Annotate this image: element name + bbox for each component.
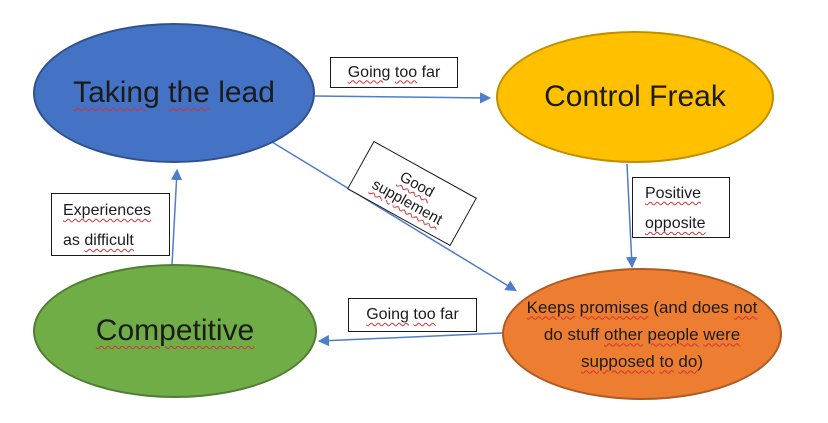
word-keeps: Keeps <box>526 297 575 317</box>
node-competitive: Competitive <box>33 264 317 398</box>
word-taking: Taking <box>73 76 160 109</box>
word-as: as <box>63 232 80 249</box>
word-were: were <box>703 324 741 344</box>
arrow-control-to-keeps <box>625 163 638 269</box>
label-going-too-far-top: Going too far <box>330 57 458 88</box>
word-control-freak: Control Freak <box>544 80 726 113</box>
arrow-taking-to-control <box>314 92 492 104</box>
words-and-does: (and does <box>653 297 729 317</box>
node-competitive-label: Competitive <box>96 314 254 348</box>
word-positive: Positive <box>645 185 702 202</box>
word-going: Going <box>366 306 409 323</box>
word-competitive: Competitive <box>95 314 255 347</box>
positive-line-2: opposite <box>645 209 729 239</box>
word-the: the <box>168 76 210 109</box>
word-to: to <box>659 351 674 371</box>
label-positive-opposite: Positive opposite <box>632 177 730 238</box>
word-lead: lead <box>218 76 275 109</box>
word-far: far <box>421 63 441 81</box>
arrow-taking-to-keeps <box>271 141 517 292</box>
label-going-too-far-bottom-text: Going too far <box>366 306 459 324</box>
label-going-too-far-top-text: Going too far <box>348 64 441 82</box>
word-too: too <box>413 306 436 323</box>
word-promises: promises <box>579 297 649 317</box>
word-going: Going <box>347 63 391 81</box>
word-people: people <box>647 324 699 344</box>
word-not: not <box>733 297 758 317</box>
keeps-line-1: Keeps promises (and does not <box>504 294 780 321</box>
experiences-line-1: Experiences <box>63 196 169 226</box>
word-too: too <box>394 63 418 81</box>
node-control-freak: Control Freak <box>496 31 774 163</box>
closing-paren: ) <box>697 351 703 371</box>
word-supposed: supposed <box>581 351 655 371</box>
word-difficult: difficult <box>84 232 134 249</box>
word-opposite: opposite <box>645 215 706 232</box>
arrow-competitive-to-taking <box>170 168 183 266</box>
word-far: far <box>440 306 459 323</box>
experiences-line-2: as difficult <box>63 226 169 256</box>
label-experiences-as-difficult: Experiences as difficult <box>51 193 170 256</box>
keeps-line-3: supposed to do) <box>504 348 780 375</box>
node-keeps-promises: Keeps promises (and does not do stuff ot… <box>502 268 782 400</box>
arrow-keeps-to-competitive <box>317 332 503 347</box>
label-going-too-far-bottom: Going too far <box>348 298 477 332</box>
positive-line-1: Positive <box>645 179 729 209</box>
word-do: do <box>678 351 698 371</box>
word-other: other <box>604 324 643 344</box>
node-taking-the-lead-label: Taking the lead <box>73 76 275 110</box>
words-do-stuff: do stuff <box>543 324 600 344</box>
keeps-line-2: do stuff other people were <box>504 321 780 348</box>
node-keeps-promises-label: Keeps promises (and does not do stuff ot… <box>504 294 780 375</box>
node-taking-the-lead: Taking the lead <box>33 23 315 163</box>
word-experiences: Experiences <box>63 202 152 219</box>
node-control-freak-label: Control Freak <box>544 80 726 114</box>
